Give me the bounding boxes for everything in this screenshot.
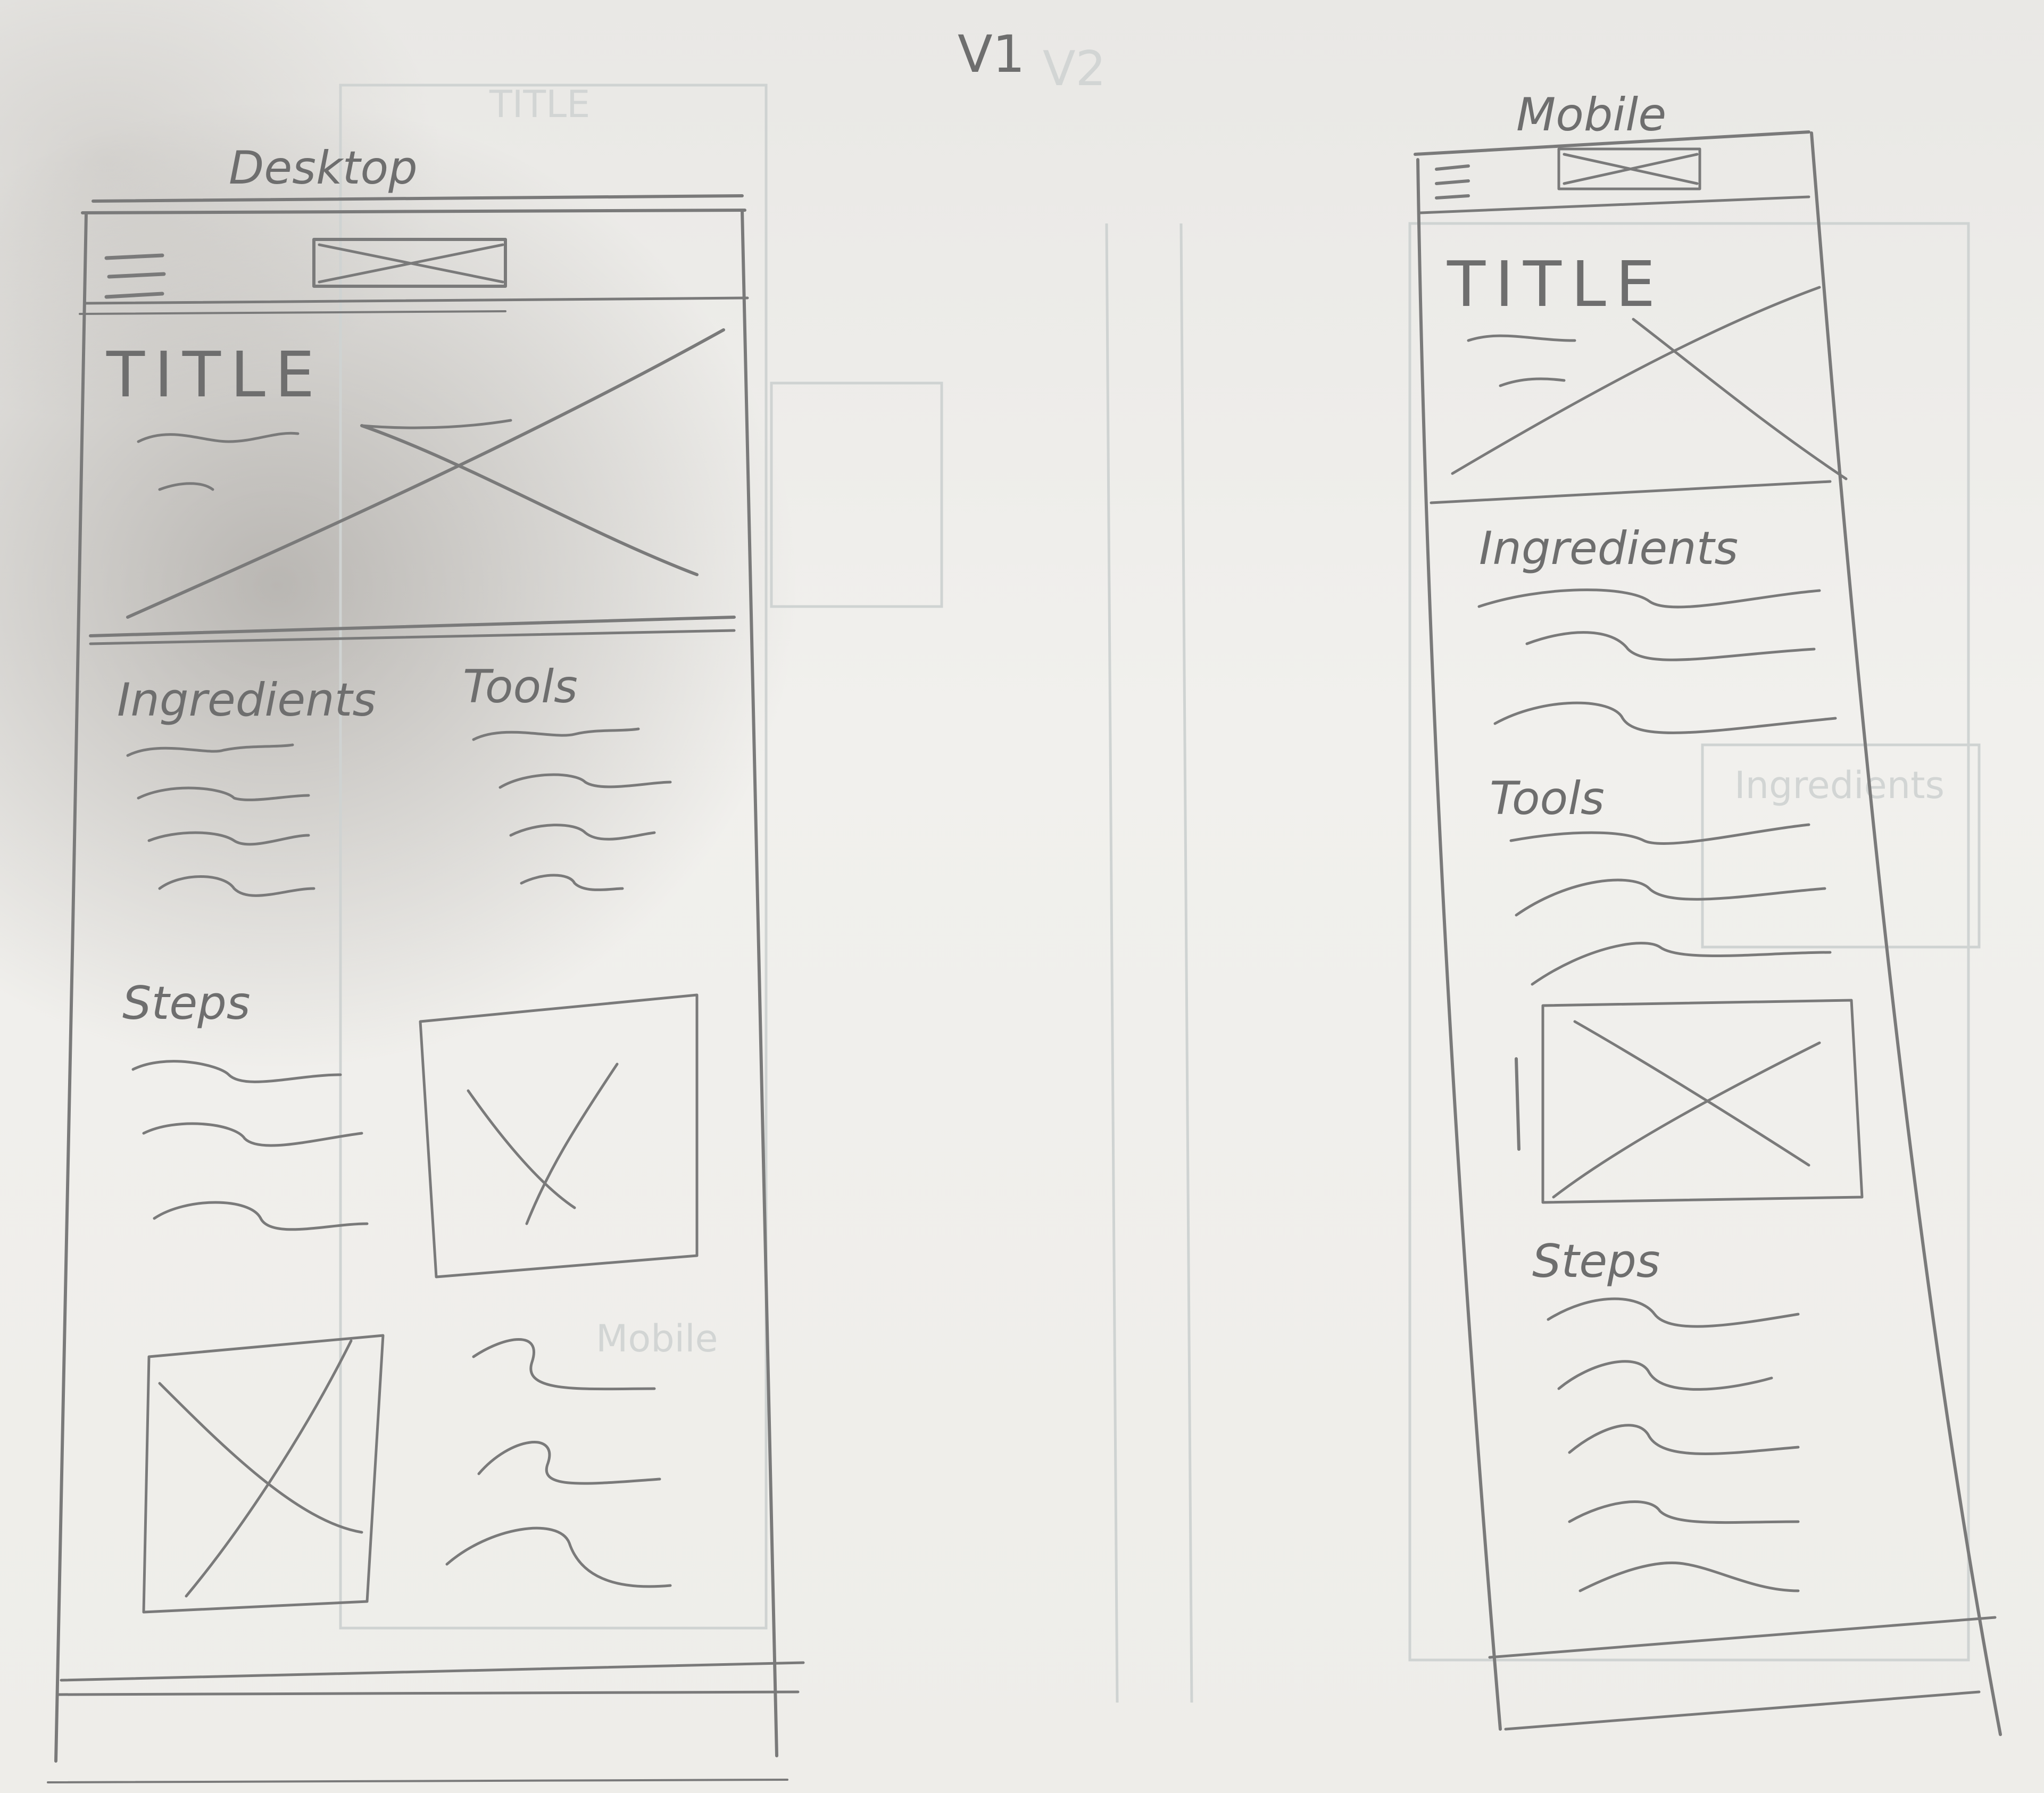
svg-text:V2: V2: [1043, 41, 1106, 97]
bleed-through-sketch: TITLE V2 Mobile Ingredients: [339, 41, 1981, 1703]
hamburger-menu-icon[interactable]: [104, 253, 166, 299]
mobile-steps-section: Steps: [1532, 1235, 1800, 1592]
mobile-ingredients-heading: Ingredients: [1479, 522, 1738, 575]
desktop-frame-label: Desktop: [229, 142, 418, 195]
svg-text:Mobile: Mobile: [596, 1317, 718, 1360]
tools-section: Tools: [463, 660, 672, 891]
desktop-title: TITLE: [106, 338, 324, 411]
step-image-placeholder-icon-2: [142, 1334, 385, 1614]
svg-text:Ingredients: Ingredients: [1734, 763, 1945, 807]
desktop-steps-heading: Steps: [122, 977, 251, 1030]
logo-placeholder-icon: [312, 238, 507, 288]
mobile-tools-section: Tools: [1490, 772, 1832, 986]
mobile-steps-heading: Steps: [1532, 1235, 1660, 1288]
mobile-tools-heading: Tools: [1490, 772, 1605, 825]
desktop-tools-heading: Tools: [463, 660, 578, 713]
mobile-hero-section: TITLE: [1430, 247, 1848, 504]
desktop-ingredients-heading: Ingredients: [117, 674, 376, 727]
mobile-ingredients-section: Ingredients: [1477, 522, 1837, 734]
ingredients-section: Ingredients: [117, 674, 376, 897]
steps-section: Steps: [122, 977, 699, 1614]
mobile-logo-placeholder-icon: [1557, 147, 1701, 190]
mobile-frame-label: Mobile: [1516, 88, 1666, 142]
hero-image-placeholder-icon: [126, 328, 725, 619]
mobile-wireframe: Mobile TITLE: [1414, 88, 2002, 1736]
mobile-step-image-placeholder-icon: [1515, 999, 1864, 1204]
step-image-placeholder-icon: [419, 993, 699, 1279]
mobile-title: TITLE: [1447, 247, 1665, 321]
mobile-hero-image-placeholder-icon: [1451, 286, 1848, 480]
hero-section: TITLE: [89, 328, 736, 645]
svg-text:TITLE: TITLE: [489, 82, 590, 126]
version-label: V1: [958, 24, 1025, 84]
desktop-wireframe: Desktop TITLE: [47, 142, 805, 1783]
mobile-hamburger-menu-icon[interactable]: [1435, 164, 1470, 200]
